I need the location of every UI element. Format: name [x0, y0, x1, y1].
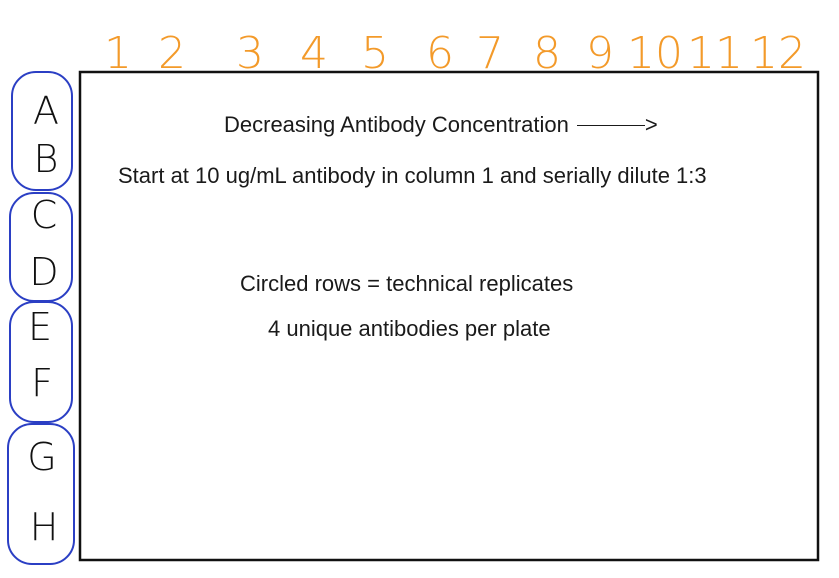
column-number-3: 3	[236, 28, 264, 79]
column-number-11: 11	[687, 28, 743, 79]
replicate-circle-ef	[9, 301, 73, 423]
column-number-1: 1	[104, 28, 132, 79]
row-letter-c: C	[31, 193, 58, 237]
row-letter-a: A	[33, 89, 59, 133]
replicate-circle-gh	[7, 423, 75, 565]
replicate-circles	[7, 71, 75, 565]
arrow-shaft	[576, 124, 645, 126]
column-number-5: 5	[361, 28, 389, 79]
row-letter-g: G	[27, 435, 56, 479]
arrow-head: >	[644, 112, 658, 137]
column-number-6: 6	[426, 28, 454, 79]
plate-border	[78, 70, 820, 562]
column-number-10: 10	[627, 28, 683, 79]
replicate-circle-ab	[11, 71, 73, 191]
direction-text: Decreasing Antibody Concentration	[224, 112, 569, 137]
replicates-note: Circled rows = technical replicates	[240, 271, 574, 296]
dilution-note: Start at 10 ug/mL antibody in column 1 a…	[118, 163, 707, 188]
column-number-12: 12	[750, 28, 806, 79]
row-letter-f: F	[31, 361, 53, 405]
row-letter-e: E	[28, 305, 52, 349]
row-letter-h: H	[30, 505, 59, 549]
column-number-9: 9	[586, 28, 614, 79]
column-number-7: 7	[476, 28, 504, 79]
column-number-8: 8	[533, 28, 561, 79]
direction-note: Decreasing Antibody Concentration >	[224, 112, 658, 138]
row-letter-d: D	[29, 250, 58, 294]
antibodies-note: 4 unique antibodies per plate	[268, 316, 551, 341]
column-number-4: 4	[300, 28, 328, 79]
row-letter-b: B	[34, 137, 59, 181]
column-number-2: 2	[158, 28, 186, 79]
